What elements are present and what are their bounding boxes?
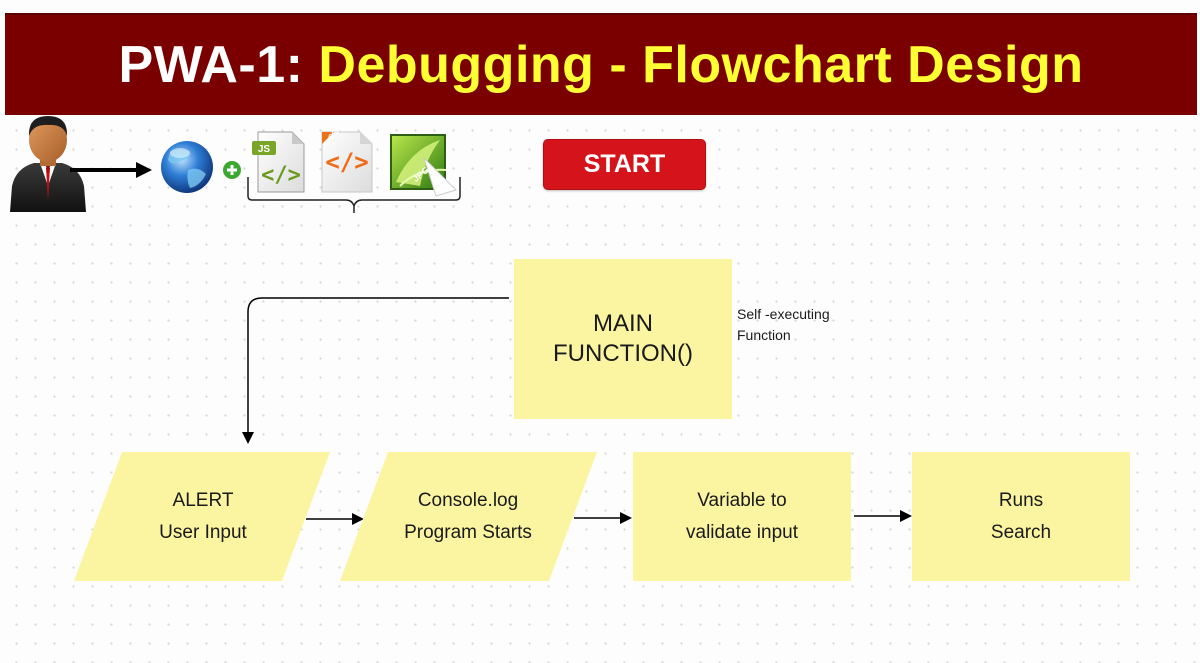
self-executing-line1: Self -executing — [737, 306, 830, 322]
console-line2: Program Starts — [404, 521, 532, 543]
globe-icon — [161, 141, 213, 193]
alert-line2: User Input — [159, 521, 247, 543]
jpg-file-icon: JPG — [390, 134, 457, 197]
js-badge: JS — [258, 144, 271, 155]
alert-node: ALERT User Input — [90, 452, 316, 581]
runs-line1: Runs — [998, 489, 1044, 511]
js-file-icon: JS </> — [252, 131, 305, 193]
title-highlight: Debugging - Flowchart Design — [318, 36, 1084, 94]
svg-text:</>: </> — [325, 148, 368, 176]
console-shape — [340, 452, 597, 581]
title-bar: PWA-1: Debugging - Flowchart Design — [5, 13, 1197, 115]
main-function-node: MAIN FUNCTION() — [514, 259, 732, 419]
arrowhead — [242, 432, 254, 444]
arrowhead — [620, 512, 632, 524]
main-function-line1: MAIN — [593, 310, 653, 337]
variable-line1: Variable to — [697, 489, 787, 511]
console-log-node: Console.log Program Starts — [355, 452, 581, 581]
file-group-brace — [247, 177, 461, 213]
arrowhead — [352, 513, 364, 525]
variable-line2: validate input — [686, 521, 798, 543]
runs-line2: Search — [990, 521, 1052, 543]
runs-search-node: Runs Search — [912, 452, 1130, 581]
self-executing-label: Self -executing Function — [737, 304, 830, 346]
arrowhead — [900, 510, 912, 522]
title-prefix: PWA-1: — [118, 36, 304, 94]
arrowhead — [136, 162, 152, 178]
alert-shape — [74, 452, 330, 581]
self-executing-line2: Function — [737, 327, 791, 343]
css-file-icon: CSS </> — [321, 126, 373, 193]
variable-node: Variable to validate input — [633, 452, 851, 581]
console-line1: Console.log — [417, 489, 519, 511]
main-function-line2: FUNCTION() — [553, 340, 693, 367]
connector-main-to-alert — [247, 297, 509, 434]
plus-icon — [223, 161, 241, 179]
user-icon — [10, 116, 86, 212]
alert-line1: ALERT — [172, 489, 234, 511]
svg-text:</>: </> — [261, 163, 301, 188]
start-button[interactable]: START — [543, 139, 706, 190]
